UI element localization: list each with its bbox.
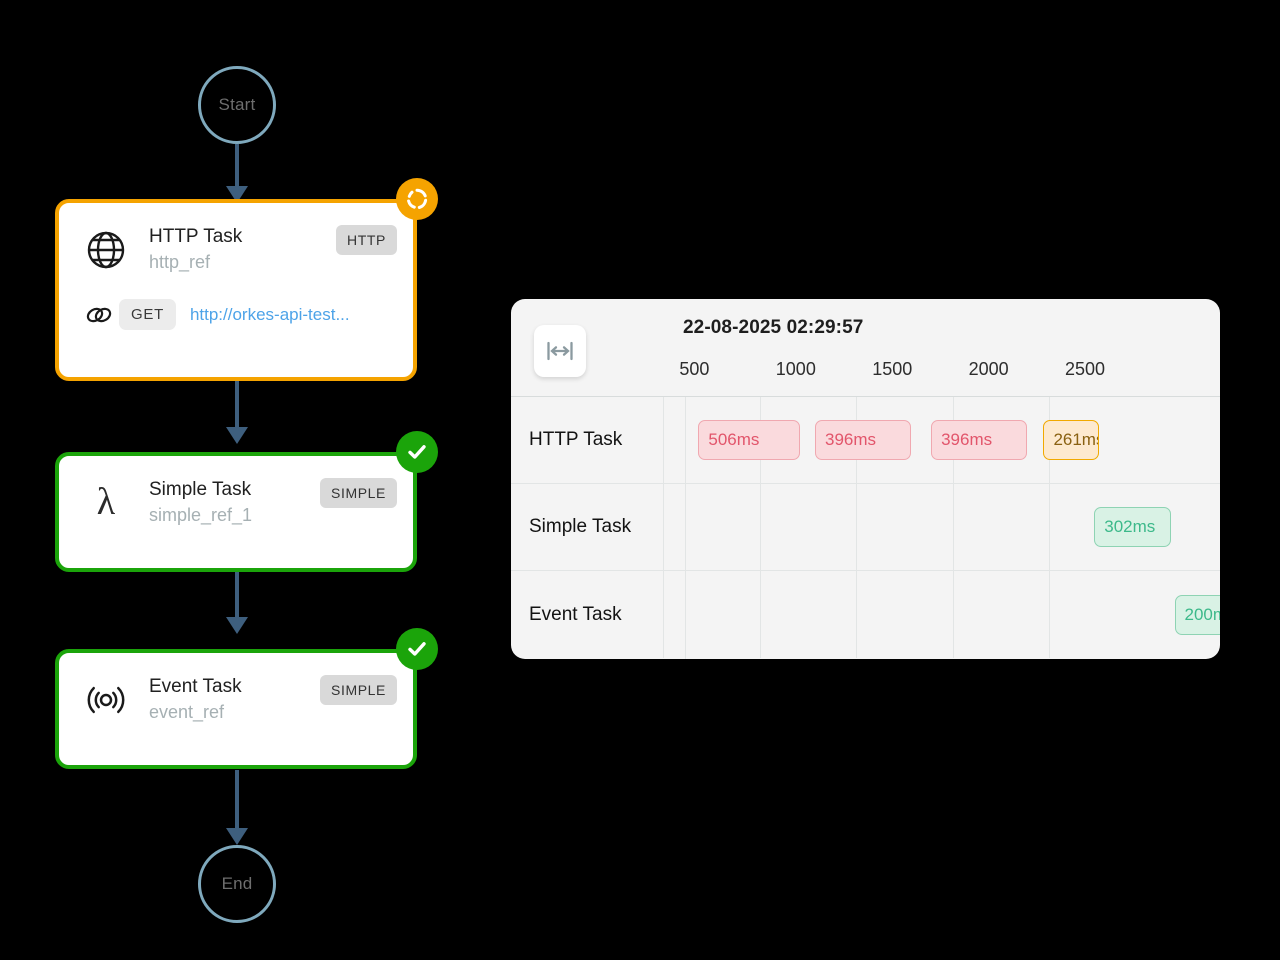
task-header-event: Event Task event_ref SIMPLE xyxy=(59,653,413,731)
end-node-label: End xyxy=(221,874,253,893)
timeline-row-track: 200ms xyxy=(663,571,1220,658)
task-title: Event Task xyxy=(149,676,242,698)
timeline-span-bar[interactable]: 302ms xyxy=(1094,507,1172,547)
timeline-axis-ticks: 500 1000 1500 2000 2500 xyxy=(679,359,1220,389)
task-ref: simple_ref_1 xyxy=(149,505,253,526)
timeline-gridline xyxy=(1048,571,1050,658)
arrow-head-icon xyxy=(226,617,248,634)
task-text-event: Event Task event_ref xyxy=(149,675,310,724)
timeline-row-label: Simple Task xyxy=(529,516,632,537)
edge-event-to-end xyxy=(226,770,248,845)
timeline-gridline xyxy=(856,571,858,658)
timeline-span-bar[interactable]: 396ms xyxy=(815,420,912,460)
timeline-row: HTTP Task 506ms 396ms 396ms 261ms xyxy=(511,397,1220,484)
task-type-badge: SIMPLE xyxy=(320,675,397,705)
timeline-row-label: Event Task xyxy=(529,603,622,625)
lambda-icon: λ xyxy=(83,480,129,526)
task-text-http: HTTP Task http_ref xyxy=(149,225,326,274)
broadcast-icon xyxy=(83,677,129,723)
timeline-gridline xyxy=(952,484,954,570)
axis-tick-label: 500 xyxy=(679,359,710,379)
http-url-link[interactable]: http://orkes-api-test... xyxy=(189,304,350,324)
timeline-row-label: HTTP Task xyxy=(529,429,623,450)
timeline-span-bar[interactable]: 261ms xyxy=(1043,420,1099,460)
timeline-span-bar[interactable]: 200ms xyxy=(1174,594,1220,635)
axis-tick-label: 2500 xyxy=(1064,359,1106,379)
timeline-row-track: 302ms xyxy=(663,484,1220,570)
timeline-gridline xyxy=(1048,484,1050,570)
task-node-event[interactable]: Event Task event_ref SIMPLE xyxy=(55,628,438,769)
edge-simple-to-event xyxy=(226,572,248,634)
timeline-rows: HTTP Task 506ms 396ms 396ms 261msSimple Task… xyxy=(511,397,1220,658)
start-node-label: Start xyxy=(218,95,256,114)
globe-icon xyxy=(83,227,129,273)
timeline-gridline xyxy=(759,484,761,570)
task-node-http[interactable]: HTTP Task http_ref HTTP GET http://orkes… xyxy=(55,178,438,381)
timeline-gridline xyxy=(663,484,665,570)
task-ref: http_ref xyxy=(149,252,211,273)
check-icon xyxy=(408,445,426,459)
edge-start-to-http xyxy=(226,144,248,203)
status-badge-completed xyxy=(396,431,438,473)
task-header-simple: λ Simple Task simple_ref_1 SIMPLE xyxy=(59,456,413,534)
timeline-row-track: 506ms 396ms 396ms 261ms xyxy=(663,397,1220,483)
end-node[interactable]: End xyxy=(198,845,276,923)
axis-tick-label: 1000 xyxy=(775,359,816,379)
task-request-row: GET http://orkes-api-test... xyxy=(59,299,413,330)
horizontal-resize-icon xyxy=(547,341,573,361)
status-badge-completed xyxy=(396,628,438,670)
task-text-simple: Simple Task simple_ref_1 xyxy=(149,478,310,527)
edge-http-to-simple xyxy=(226,381,248,444)
timeline-gridline xyxy=(759,571,761,658)
task-title: HTTP Task xyxy=(149,226,243,248)
fit-width-button[interactable] xyxy=(534,325,586,377)
axis-tick-label: 2000 xyxy=(968,359,1009,379)
timeline-header: 22-08-2025 02:29:57 500 1000 1500 2000 2500 xyxy=(511,299,1220,397)
spinner-icon xyxy=(407,188,428,209)
timeline-row: Simple Task 302ms xyxy=(511,484,1220,571)
timeline-span-bar[interactable]: 506ms xyxy=(698,420,801,460)
task-header-http: HTTP Task http_ref HTTP xyxy=(59,203,413,281)
arrow-head-icon xyxy=(226,828,248,845)
task-title: Simple Task xyxy=(149,479,252,501)
workflow-graph: Start xyxy=(0,0,500,960)
arrow-head-icon xyxy=(226,186,248,203)
status-badge-running xyxy=(396,178,438,220)
http-method-badge: GET xyxy=(119,299,176,330)
timeline-datetime: 22-08-2025 02:29:57 xyxy=(683,317,864,338)
timeline-span-bar[interactable]: 396ms xyxy=(931,420,1028,460)
task-type-badge: HTTP xyxy=(336,225,397,255)
timeline-label-divider xyxy=(685,397,686,659)
axis-tick-label: 1500 xyxy=(872,359,913,379)
task-type-badge: SIMPLE xyxy=(320,478,397,508)
timeline-gridline xyxy=(952,571,954,658)
arrow-head-icon xyxy=(226,427,248,444)
timeline-gridline xyxy=(663,397,665,483)
start-node[interactable]: Start xyxy=(198,66,276,144)
check-icon xyxy=(408,642,426,656)
svg-text:λ: λ xyxy=(97,481,116,523)
timeline-gridline xyxy=(856,484,858,570)
task-ref: event_ref xyxy=(149,702,225,723)
task-node-simple[interactable]: λ Simple Task simple_ref_1 SIMPLE xyxy=(55,431,438,572)
timeline-gridline xyxy=(663,571,665,658)
timeline-row: Event Task 200ms xyxy=(511,571,1220,658)
link-icon xyxy=(83,302,119,328)
